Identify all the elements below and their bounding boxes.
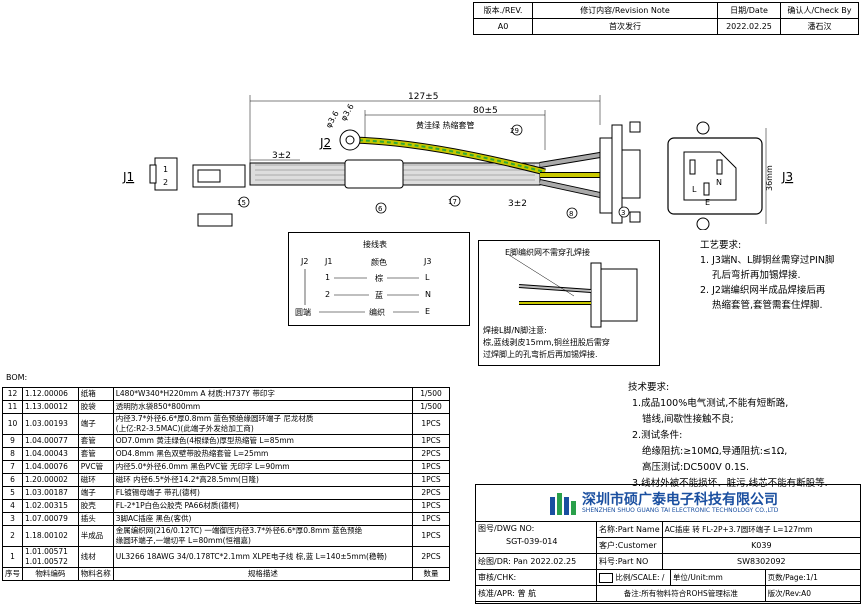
dwg-no: SGT-039-014 (506, 537, 558, 546)
rev-checker: 潘石汉 (780, 18, 859, 35)
dwg-label: 图号/DWG NO: (478, 524, 535, 533)
j3-pin-e: E (705, 198, 710, 207)
wiring-table-title: 接线表 (363, 240, 387, 249)
part-name: AC插座 转 FL-2P+3.7圆环端子 L=127mm (661, 521, 862, 538)
rev-date: 2022.02.25 (717, 18, 781, 35)
label-j3: J3 (781, 170, 793, 184)
rev-note: 首次发行 (532, 18, 718, 35)
wiring-header-j2: J2 (301, 257, 309, 266)
bom-label: BOM: (6, 373, 28, 382)
wiring-header-color: 颜色 (371, 258, 387, 267)
title-block: 深圳市硕广泰电子科技有限公司 SHENZHEN SHUO GUANG TAI E… (475, 484, 862, 604)
note-yellow-green: 黄洼绿 热缩套管 (416, 120, 475, 130)
technical-requirements: 技术要求: 1.成品100%电气测试,不能有短断路, 错线,间歇性接触不良; 2… (628, 380, 828, 492)
dim-j3-strip: 3±2 (508, 199, 527, 209)
j1-pin1: 1 (163, 165, 168, 174)
balloon-17: 17 (448, 198, 457, 206)
label-j2: J2 (319, 136, 331, 150)
wiring-row2-color: 蓝 (375, 291, 383, 300)
j1-pin2: 2 (163, 178, 168, 187)
detail-ln-pin-1: 焊接L脚/N脚注意: (483, 326, 547, 335)
company-name-cn: 深圳市硕广泰电子科技有限公司 (582, 492, 778, 508)
tech-line-4: 绝缘阻抗:≥10MΩ,导通阻抗:≤1Ω, (642, 446, 788, 457)
wiring-row2-j3: N (425, 290, 431, 299)
dr-label: 绘图/DR: Pan 2022.02.25 (475, 553, 597, 570)
process-line-4: 热缩套管,套管需套住焊脚. (712, 300, 823, 311)
tech-line-2: 错线,间歇性接触不良; (642, 414, 734, 425)
tech-line-3: 2.测试条件: (632, 430, 683, 441)
tech-title: 技术要求: (628, 382, 670, 393)
wiring-row3-color: 编织 (369, 308, 385, 317)
dim-strip: 80±5 (473, 106, 498, 116)
rohs-note: 备注:所有物料符合ROHS管理标准 (596, 585, 766, 602)
wiring-row1-j1: 1 (325, 273, 331, 282)
wiring-row1-j3: L (425, 273, 430, 282)
process-title: 工艺要求: (700, 240, 742, 251)
wiring-row3-j2: 圆端 (295, 308, 311, 317)
title-table: 图号/DWG NO: SGT-039-014 名称:Part Name AC插座 … (475, 521, 862, 602)
wiring-table: 接线表 J2 J1 颜色 J3 1 棕 L 2 蓝 N 圆端 编织 E (288, 232, 470, 326)
dim-ring-2: φ3.6 (339, 102, 356, 122)
label-j1: J1 (122, 170, 134, 184)
revision-table: 版本./REV. 修订内容/Revision Note 日期/Date 确认人/… (473, 2, 859, 35)
balloon-6: 6 (378, 205, 383, 213)
tech-line-5: 高压测试:DC500V 0.1S. (642, 462, 749, 473)
wiring-row3-j3: E (425, 307, 431, 316)
detail-ln-pin-3: 过焊脚上的孔弯折后再加锡焊接. (483, 350, 598, 359)
wiring-row2-j1: 2 (325, 290, 331, 299)
part-name-label: 名称:Part Name (596, 521, 663, 538)
part-no: SW8302092 (661, 553, 862, 570)
balloon-8: 8 (569, 210, 573, 218)
customer: K039 (661, 537, 862, 554)
process-line-2: 孔后弯折再加锡焊接. (712, 270, 801, 281)
balloon-3: 3 (621, 209, 625, 217)
process-requirements: 工艺要求: 1. J3端N、L脚铜丝需穿过PIN脚 孔后弯折再加锡焊接. 2. … (700, 238, 834, 313)
scale-label: 比例/SCALE: / (615, 573, 665, 582)
dim-ring-1: φ3.6 (324, 109, 341, 129)
tech-line-1: 1.成品100%电气测试,不能有短断路, (632, 398, 789, 409)
detail-box: E脚编织网不需穿孔焊接 焊接L脚/N脚注意: 棕,蓝线剥皮15mm,铜丝扭股后需… (478, 240, 660, 366)
detail-e-pin: E脚编织网不需穿孔焊接 (505, 248, 591, 257)
wiring-header-j1: J1 (325, 257, 333, 266)
customer-label: 客户:Customer (596, 537, 663, 554)
process-line-3: 2. J2端编织网半成品焊接后再 (700, 285, 826, 296)
balloon-15: 15 (237, 199, 246, 207)
dim-total: 127±5 (408, 92, 438, 102)
wiring-header-j3: J3 (424, 257, 432, 266)
chk-label: 审核/CHK: (475, 569, 597, 586)
dim-j3-pitch: 36mm (765, 165, 774, 191)
process-line-1: 1. J3端N、L脚铜丝需穿过PIN脚 (700, 255, 835, 266)
detail-ln-pin-2: 棕,蓝线剥皮15mm,铜丝扭股后需穿 (483, 338, 610, 347)
page-label: 页数/Page:1/1 (764, 569, 862, 586)
bom-footer: 序号物料编码物料名称规格描述数量 (2, 567, 450, 581)
wiring-row1-color: 棕 (375, 274, 383, 283)
tech-line-6: 3.线材外被不能损坏、脏污,线芯不能有断股等. (632, 478, 828, 489)
company-header: 深圳市硕广泰电子科技有限公司 SHENZHEN SHUO GUANG TAI E… (476, 485, 860, 522)
company-name-en: SHENZHEN SHUO GUANG TAI ELECTRONIC TECHN… (582, 507, 779, 514)
balloon-29: 29 (510, 127, 519, 135)
cable-drawing: 127±5 80±5 1 2 J1 3±2 J2 φ3.6 φ3.6 黄洼绿 热… (122, 92, 793, 230)
j3-pin-n: N (716, 178, 722, 187)
apr-label: 核准/APR: 曾 航 (475, 585, 597, 602)
dim-j1-strip: 3±2 (272, 151, 291, 161)
company-logo-icon (550, 493, 576, 515)
rev-label: 版次/Rev:A0 (764, 585, 862, 602)
j3-pin-l: L (692, 185, 697, 194)
part-no-label: 料号:Part NO (596, 553, 663, 570)
projection-icon (599, 573, 613, 583)
unit-label: 单位/Unit:mm (669, 569, 766, 586)
